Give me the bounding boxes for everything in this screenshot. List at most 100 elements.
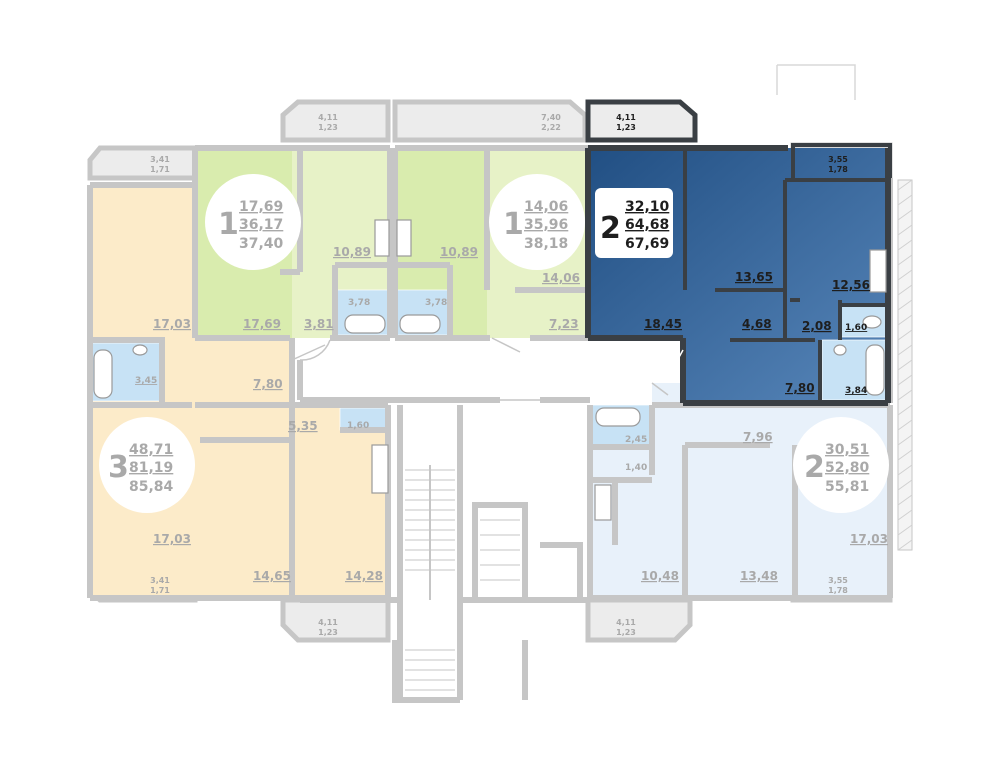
room-2-45: 2,45 [625,435,647,445]
apt2-selected-label: 2 32,10 64,68 67,69 [600,199,670,252]
room-12-56: 12,56 [832,278,870,292]
room-10-48: 10,48 [641,569,679,583]
apt3-living: 48,71 [129,442,173,458]
balcony-top-left[interactable] [87,145,198,181]
apt1-right-total: 35,96 [524,217,568,233]
balcony-bottom-3-area: 4,11 [616,618,636,627]
room-3-84: 3,84 [845,386,867,396]
balcony-bottom-2-reduced: 1,23 [318,628,338,637]
apt1-left-living: 17,69 [239,199,283,215]
apt2-selected-rooms: 2 [600,211,621,246]
balcony-top-3-reduced: 2,22 [541,123,561,132]
apt3-rooms: 3 [108,450,129,485]
balcony-top-2-area: 4,11 [318,113,338,122]
staircase [405,465,520,691]
balcony-top-right-frame [791,143,892,178]
balcony-top-selected[interactable] [585,99,698,143]
apt2-selected-total: 64,68 [625,217,669,233]
room-18-45: 18,45 [644,317,682,331]
room-17-69: 17,69 [243,317,281,331]
balcony-labels: 3,41 1,71 4,11 1,23 7,40 2,22 3,55 1,78 … [150,113,848,637]
bathtub-left [93,349,113,399]
badge-apt3[interactable] [99,417,195,513]
room-1-40: 1,40 [625,463,647,473]
balcony-top-selected-reduced: 1,23 [616,123,636,132]
doors [291,337,684,401]
apt2-bottom-rooms: 2 [804,450,825,485]
balcony-bottom-3[interactable] [585,597,693,643]
bathtub-selected [865,344,885,396]
room-1-60-selected: 1,60 [845,323,867,333]
toilet-selected [862,315,882,329]
apt1-right-living: 14,06 [524,199,568,215]
room-7-80-selected: 7,80 [785,381,815,395]
balcony-top-3-area: 7,40 [541,113,561,122]
room-7-80-left: 7,80 [253,377,283,391]
room-17-03-right: 17,03 [850,532,888,546]
apt1-left-label: 1 17,69 36,17 37,40 [218,199,284,252]
room-10-89-a: 10,89 [333,245,371,259]
apt3-total-balcony: 85,84 [129,479,174,495]
room-2-08: 2,08 [802,319,832,333]
room-14-06: 14,06 [542,271,580,285]
selected-walls [585,145,891,406]
balcony-bottom-right-reduced: 1,78 [828,586,848,595]
room-labels: 17,03 17,69 3,81 10,89 10,89 14,06 7,23 … [135,245,888,583]
stove-b [396,219,412,257]
bathtub-bottom [595,407,641,427]
room-7-96: 7,96 [743,430,773,444]
balcony-bottom-right-area: 3,55 [828,576,848,585]
apt1-right-label: 1 14,06 35,96 38,18 [503,199,568,252]
apt1-right-total-balcony: 38,18 [524,236,568,252]
toilet-left [132,344,148,356]
badge-apt1-right[interactable] [489,174,585,270]
apt1-left-total-balcony: 37,40 [239,236,284,252]
room-13-48: 13,48 [740,569,778,583]
balcony-top-selected-area: 4,11 [616,113,636,122]
apt2-bottom-total: 52,80 [825,460,870,476]
badge-apt2-bottom[interactable] [793,417,889,513]
selected-room-labels: 18,45 13,65 4,68 12,56 2,08 7,80 1,60 3,… [644,270,870,396]
stove-bottom [594,484,612,521]
balcony-top-right-reduced: 1,78 [828,165,848,174]
apartment-badges [99,174,889,513]
apt1-right-rooms: 1 [503,207,524,242]
room-1-60-left: 1,60 [347,421,369,431]
apt1-left-total: 36,17 [239,217,283,233]
apt2-selected-total-balcony: 67,69 [625,236,669,252]
apt2-bottom-total-balcony: 55,81 [825,479,869,495]
room-3-81: 3,81 [304,317,334,331]
bathtub-a [344,314,386,334]
balcony-top-left-reduced: 1,71 [150,165,170,174]
apt3-label: 3 48,71 81,19 85,84 [108,442,174,495]
room-14-28: 14,28 [345,569,383,583]
room-3-45: 3,45 [135,376,157,386]
balcony-top-2-reduced: 1,23 [318,123,338,132]
balcony-top-left-area: 3,41 [150,155,170,164]
room-17-03-bottom: 17,03 [153,532,191,546]
apt2-bottom-living: 30,51 [825,442,869,458]
bathtub-b [399,314,441,334]
balcony-top-2[interactable] [280,99,391,143]
sink-selected [833,344,847,356]
balcony-top-3[interactable] [392,99,588,143]
stove-a [374,219,390,257]
balcony-bottom-left-area: 3,41 [150,576,170,585]
stove-selected [869,249,887,293]
fixtures [93,219,887,521]
badge-apt2-selected[interactable] [595,188,673,258]
badge-apt1-left[interactable] [205,174,301,270]
room-4-68: 4,68 [742,317,772,331]
room-labels-small: 3,78 3,78 1,60 2,45 1,40 [347,298,647,473]
room-3-78-a: 3,78 [348,298,370,308]
stove-left [371,444,389,494]
room-13-65: 13,65 [735,270,773,284]
balcony-bottom-3-reduced: 1,23 [616,628,636,637]
room-17-03-top: 17,03 [153,317,191,331]
balcony-bottom-left-reduced: 1,71 [150,586,170,595]
apt2-selected-living: 32,10 [625,199,670,215]
room-7-23: 7,23 [549,317,579,331]
balcony-top-right-area: 3,55 [828,155,848,164]
room-3-78-b: 3,78 [425,298,447,308]
